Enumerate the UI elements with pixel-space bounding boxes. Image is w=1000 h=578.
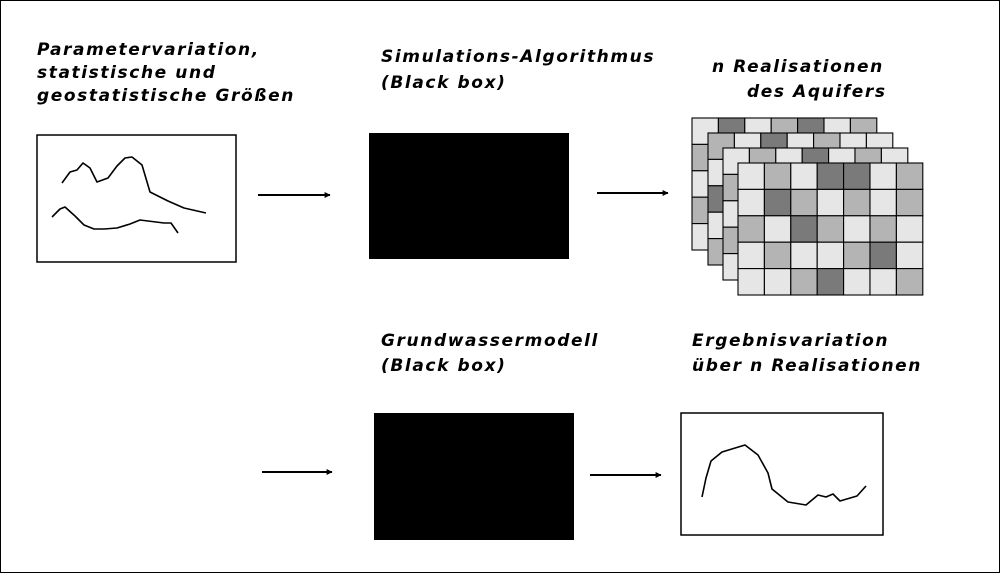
grid-cell <box>763 268 792 296</box>
grid-cell <box>763 162 792 190</box>
parameter-label-line-3: geostatistische Größen <box>37 86 295 106</box>
grid-cell <box>843 162 871 190</box>
realizations-label-line-2: des Aquifers <box>747 82 887 102</box>
realization-grid-layer <box>737 162 924 296</box>
result-label-line-2: über n Realisationen <box>692 356 922 376</box>
grid-cell <box>763 215 792 243</box>
grid-cell <box>816 241 845 270</box>
simulation-label-line-2: (Black box) <box>381 73 507 93</box>
grid-cell <box>843 188 871 217</box>
grid-cell <box>869 241 897 270</box>
grid-cell <box>895 268 924 296</box>
result-sketch-panel <box>680 412 884 536</box>
result-label-line-1: Ergebnisvariation <box>692 331 890 351</box>
parameter-sketch-panel <box>36 134 237 263</box>
aquifer-realizations-stack <box>691 117 924 296</box>
simulation-black-box <box>369 133 569 259</box>
grid-cell <box>737 268 765 296</box>
grid-cell <box>816 162 845 190</box>
result-curve <box>701 444 867 506</box>
realizations-label-line-1: n Realisationen <box>712 57 884 77</box>
simulation-label-line-1: Simulations-Algorithmus <box>381 47 656 67</box>
grid-cell <box>790 215 818 243</box>
grid-cell <box>737 162 765 190</box>
parameter-label-line-1: Parametervariation, <box>37 40 260 60</box>
grid-cell <box>816 215 845 243</box>
parameter-curve-lower <box>51 206 179 234</box>
grid-cell <box>843 268 871 296</box>
grid-cell <box>869 268 897 296</box>
groundwater-model-label-line-1: Grundwassermodell <box>381 331 599 351</box>
grid-cell <box>869 162 897 190</box>
grid-cell <box>790 268 818 296</box>
grid-cell <box>895 162 924 190</box>
grid-cell <box>816 188 845 217</box>
grid-cell <box>737 241 765 270</box>
parameter-label-line-2: statistische und <box>37 63 217 83</box>
groundwater-model-black-box <box>374 413 574 540</box>
grid-cell <box>790 241 818 270</box>
grid-cell <box>843 241 871 270</box>
grid-cell <box>737 215 765 243</box>
grid-cell <box>816 268 845 296</box>
grid-cell <box>869 215 897 243</box>
grid-cell <box>790 188 818 217</box>
parameter-curve-upper <box>61 156 207 214</box>
grid-cell <box>763 241 792 270</box>
grid-cell <box>790 162 818 190</box>
grid-cell <box>763 188 792 217</box>
grid-cell <box>895 188 924 217</box>
grid-cell <box>895 215 924 243</box>
groundwater-model-label-line-2: (Black box) <box>381 356 507 376</box>
grid-cell <box>737 188 765 217</box>
grid-cell <box>895 241 924 270</box>
grid-cell <box>843 215 871 243</box>
grid-cell <box>869 188 897 217</box>
